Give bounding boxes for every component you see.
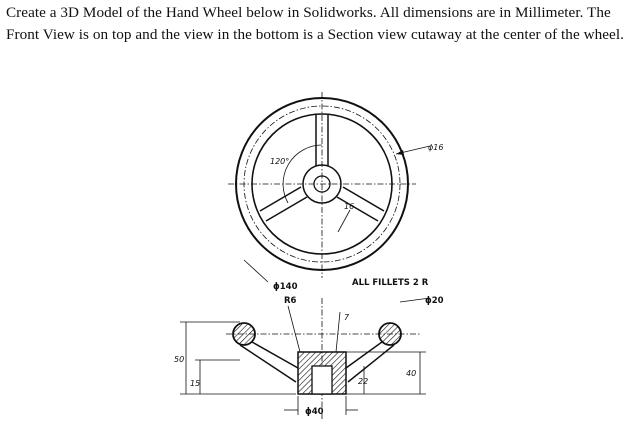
label-r6: R6 [284,296,297,306]
label-15: 15 [190,379,200,388]
label-dia-20: ϕ20 [425,296,444,306]
label-40: 40 [406,369,416,378]
label-7: 7 [344,313,350,322]
label-angle-120: 120° [270,157,289,166]
label-dia-140: ϕ140 [273,282,298,292]
label-all-fillets: ALL FILLETS 2 R [352,278,429,288]
front-view [228,92,431,283]
label-dia-40: ϕ40 [305,407,324,417]
label-22: 22 [358,377,368,386]
label-50: 50 [174,355,184,364]
label-dia-16: ϕ16 [428,143,443,152]
label-16: 16 [344,202,354,211]
section-view [180,297,431,420]
question-text: Create a 3D Model of the Hand Wheel belo… [6,4,624,43]
